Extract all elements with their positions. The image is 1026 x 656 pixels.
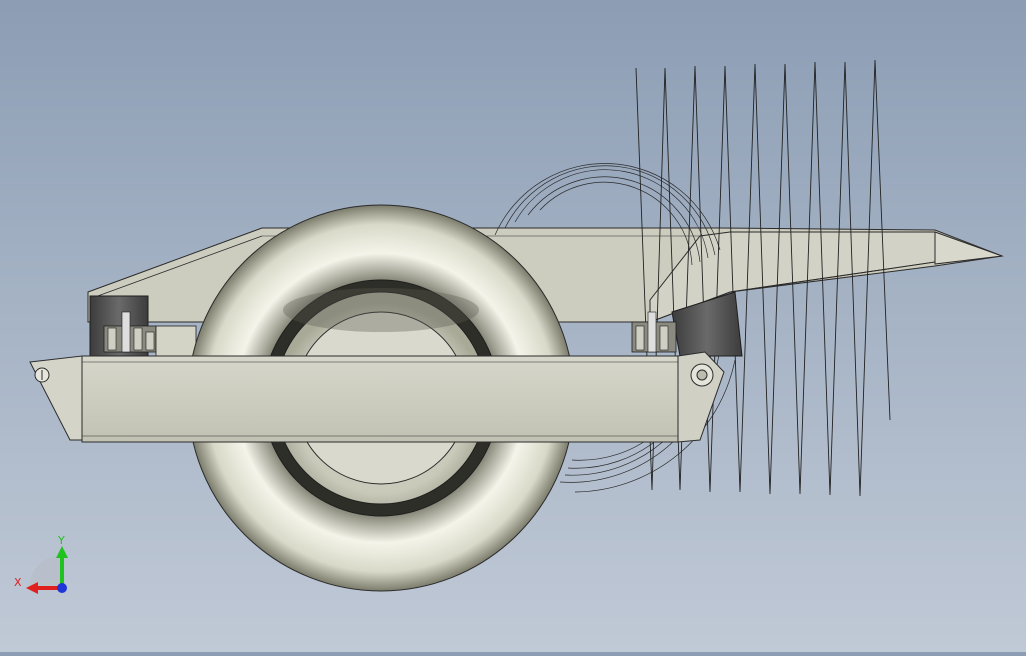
x-axis-label: X [14, 576, 22, 589]
y-axis-arrowhead [56, 546, 68, 558]
y-axis-label: Y [57, 534, 65, 547]
orientation-triad[interactable]: Y X [14, 534, 68, 594]
z-axis-dot [57, 583, 67, 593]
triad-plane [29, 555, 62, 588]
x-axis-arrowhead [26, 582, 38, 594]
right-bracket [631, 291, 743, 357]
main-beam [29, 351, 725, 443]
